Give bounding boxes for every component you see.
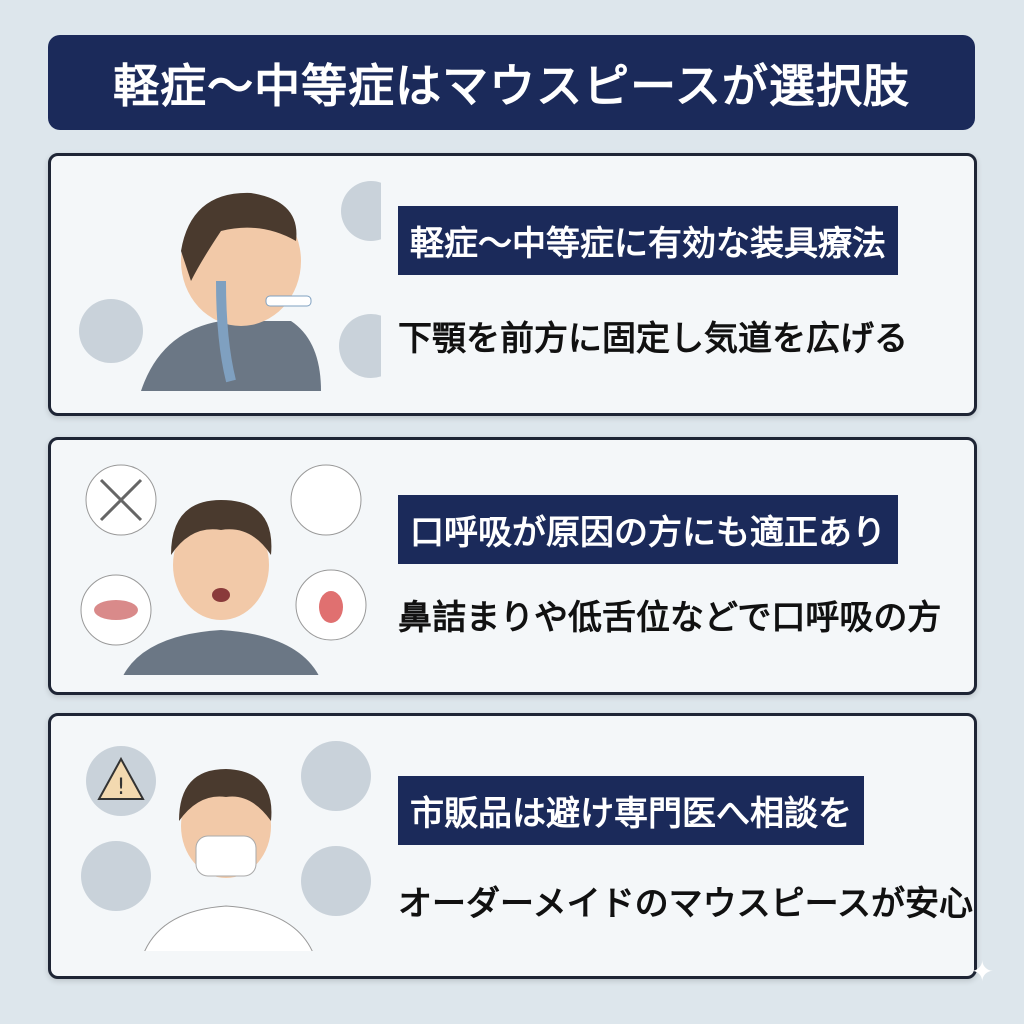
mouthpiece-icon (339, 314, 381, 378)
airway-icon (341, 181, 381, 241)
card-heading: 軽症〜中等症に有効な装具療法 (398, 206, 898, 275)
store-mouthpiece-icon (81, 841, 151, 911)
card-description: 下顎を前方に固定し気道を広げる (398, 319, 908, 359)
card-description: 鼻詰まりや低舌位などで口呼吸の方 (398, 598, 942, 638)
custom-mouthpiece-icon (301, 846, 371, 916)
card-heading: 口呼吸が原因の方にも適正あり (398, 495, 898, 564)
card-mouth-breathing: 口呼吸が原因の方にも適正あり 鼻詰まりや低舌位などで口呼吸の方 (48, 437, 977, 695)
sparkle-icon: ✦ (970, 955, 994, 988)
card-heading: 市販品は避け専門医へ相談を (398, 776, 864, 845)
card-mouthpiece-therapy: 軽症〜中等症に有効な装具療法 下顎を前方に固定し気道を広げる (48, 153, 977, 416)
svg-text:!: ! (117, 775, 126, 800)
page-title: 軽症〜中等症はマウスピースが選択肢 (48, 35, 975, 130)
person-mouth-breathing-illustration (80, 464, 367, 675)
nose-icon (79, 299, 143, 363)
nose-airflow-icon (290, 464, 362, 536)
card-description: オーダーメイドのマウスピースが安心 (398, 884, 973, 924)
card-consult-specialist: ! 市販品は避け専門医へ相談を オーダーメイドのマウスピースが安心 (48, 713, 977, 979)
dentist-illustration: ! (81, 741, 371, 951)
person-airway-illustration (79, 181, 381, 391)
face-mask (195, 835, 257, 877)
tooth-icon (301, 741, 371, 811)
